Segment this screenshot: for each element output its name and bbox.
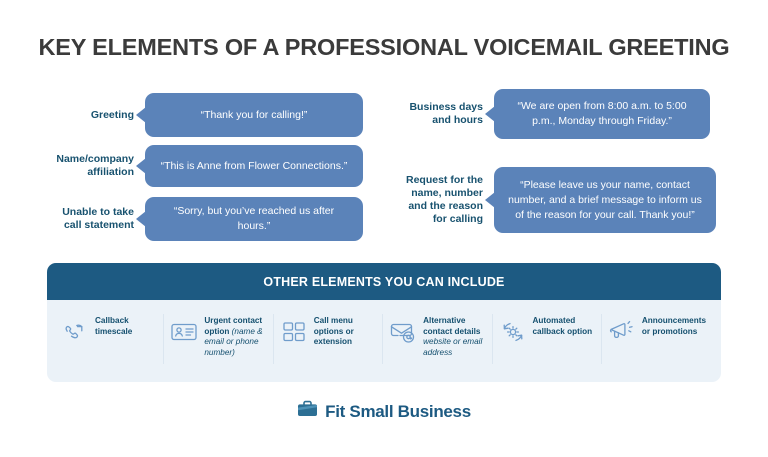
row-label-greeting: Greeting: [90, 108, 134, 121]
other-element-title: Automated callback option: [532, 316, 593, 336]
other-element-label: Automated callback option: [533, 316, 594, 337]
element-row-request-details: Request for the name, number and the rea…: [390, 167, 716, 233]
page-title: KEY ELEMENTS OF A PROFESSIONAL VOICEMAIL…: [38, 34, 730, 60]
speech-bubble-wrapper-request: “Please leave us your name, contact numb…: [485, 167, 716, 233]
other-element-subtitle: website or email address: [423, 337, 483, 357]
gear-refresh-icon: [500, 319, 526, 345]
row-label-request-line2: name, number: [411, 187, 483, 199]
other-element-call-menu: Call menu options or extension: [274, 314, 384, 364]
row-label-hours-line1: Business days: [409, 101, 483, 113]
other-element-subtitle: (name & email or phone number): [204, 326, 263, 357]
bubble-tail-icon: [485, 192, 495, 208]
row-label-unable-to-take-call: Unable to take call statement: [40, 206, 145, 232]
other-element-title: Urgent contact option: [204, 316, 263, 336]
panel-header: OTHER ELEMENTS YOU CAN INCLUDE: [47, 263, 721, 300]
menu-grid-icon: [281, 319, 307, 345]
other-element-title: Callback timescale: [95, 316, 133, 336]
row-label-request-details: Request for the name, number and the rea…: [390, 174, 494, 226]
other-element-label: Alternative contact details website or e…: [423, 316, 484, 358]
row-label-affiliation-line2: affiliation: [87, 166, 134, 178]
bubble-tail-icon: [136, 158, 146, 174]
briefcase-icon: [297, 400, 318, 424]
row-label-unable-line2: call statement: [63, 219, 134, 231]
other-element-label: Announcements or promotions: [642, 316, 706, 337]
panel-body: Callback timescale Urgent contact option…: [47, 300, 721, 382]
row-label-request-line4: for calling: [432, 213, 483, 225]
bubble-tail-icon: [485, 106, 495, 122]
other-element-automated-callback: Automated callback option: [493, 314, 602, 364]
other-element-label: Urgent contact option (name & email or p…: [204, 316, 265, 358]
speech-bubble-greeting: “Thank you for calling!”: [145, 93, 363, 137]
other-element-title: Announcements or promotions: [641, 316, 707, 336]
element-row-unable-to-take-call: Unable to take call statement “Sorry, bu…: [40, 197, 363, 241]
bubble-tail-icon: [136, 211, 146, 227]
phone-callback-icon: [62, 319, 88, 345]
row-label-request-line3: and the reason: [408, 200, 483, 212]
row-label-request-line1: Request for the: [405, 174, 483, 186]
brand-name: Fit Small Business: [325, 402, 471, 421]
other-element-callback-timescale: Callback timescale: [55, 314, 165, 364]
other-element-title: Alternative contact details: [423, 316, 481, 336]
speech-bubble-wrapper-affiliation: “This is Anne from Flower Connections.”: [136, 145, 363, 187]
other-element-alternative-contact: Alternative contact details website or e…: [383, 314, 493, 364]
other-elements-panel: OTHER ELEMENTS YOU CAN INCLUDE Callback …: [47, 263, 721, 382]
other-element-label: Callback timescale: [95, 316, 156, 337]
speech-bubble-wrapper-greeting: “Thank you for calling!”: [136, 93, 363, 137]
speech-bubble-unable: “Sorry, but you’ve reached us after hour…: [145, 197, 363, 241]
element-row-affiliation: Name/company affiliation “This is Anne f…: [40, 145, 363, 187]
speech-bubble-hours: “We are open from 8:00 a.m. to 5:00 p.m.…: [494, 89, 710, 139]
element-row-greeting: Greeting “Thank you for calling!”: [40, 93, 363, 137]
row-label-hours-line2: and hours: [432, 114, 483, 126]
speech-bubble-wrapper-unable: “Sorry, but you’ve reached us after hour…: [136, 197, 363, 241]
other-element-urgent-contact: Urgent contact option (name & email or p…: [164, 314, 274, 364]
envelope-at-icon: [390, 319, 416, 345]
speech-bubble-affiliation: “This is Anne from Flower Connections.”: [145, 145, 363, 187]
contact-card-icon: [171, 319, 198, 345]
footer-logo: Fit Small Business: [0, 400, 768, 424]
bubble-tail-icon: [136, 107, 146, 123]
other-element-announcements: Announcements or promotions: [602, 314, 713, 364]
row-label-unable-line1: Unable to take: [62, 206, 134, 218]
speech-bubble-wrapper-hours: “We are open from 8:00 a.m. to 5:00 p.m.…: [485, 89, 710, 139]
element-row-business-hours: Business days and hours “We are open fro…: [396, 89, 710, 139]
row-label-affiliation-line1: Name/company: [56, 153, 134, 165]
other-element-label: Call menu options or extension: [314, 316, 375, 348]
row-label-business-hours: Business days and hours: [396, 101, 494, 127]
megaphone-icon: [609, 319, 635, 345]
other-element-title: Call menu options or extension: [313, 316, 354, 346]
speech-bubble-request: “Please leave us your name, contact numb…: [494, 167, 716, 233]
row-label-affiliation: Name/company affiliation: [40, 153, 145, 179]
